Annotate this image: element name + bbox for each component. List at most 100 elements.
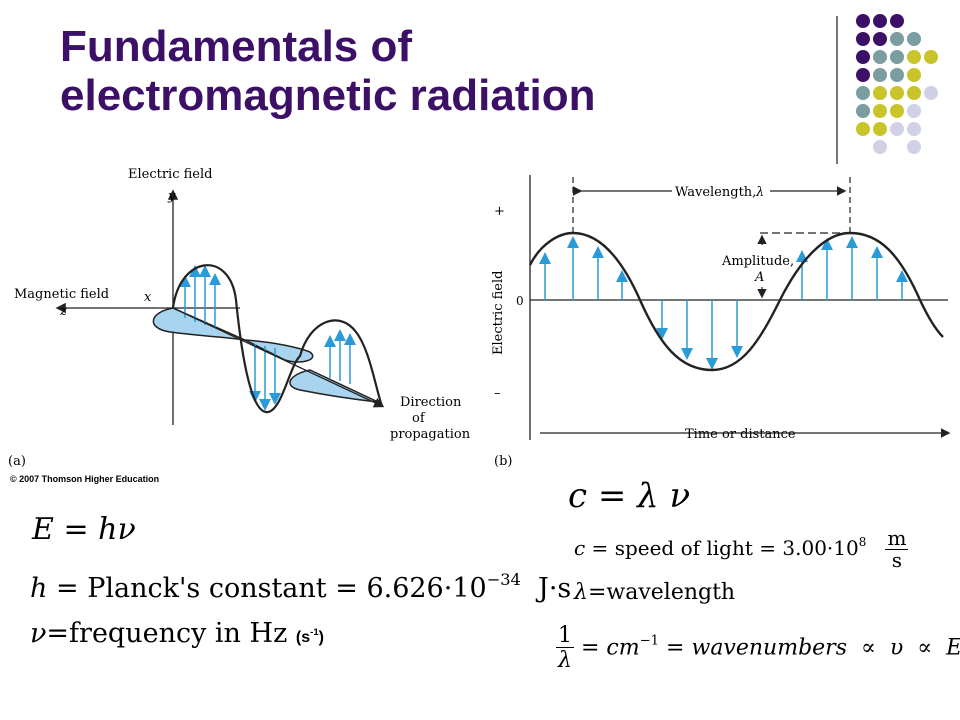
eq-wn-exp: −1 xyxy=(639,633,660,649)
dot-teal xyxy=(890,68,904,82)
dot-yellow xyxy=(873,122,887,136)
eq-c-value: 3.00·10 xyxy=(782,536,859,560)
dot-yellow xyxy=(873,104,887,118)
dot-purple xyxy=(890,14,904,28)
dot-purple xyxy=(856,14,870,28)
label-electric-field-axis: Electric field xyxy=(491,271,506,355)
dot-teal xyxy=(856,104,870,118)
eq-e-rhs: hν xyxy=(98,512,136,547)
dot-yellow xyxy=(873,86,887,100)
dot-lavender xyxy=(873,140,887,154)
eq-c-sym: c xyxy=(574,536,586,560)
eq-c-unit-den: s xyxy=(891,548,903,572)
eq-h-value: 6.626·10 xyxy=(366,573,487,605)
equation-planck: h = Planck's constant = 6.626·10−34 J·s xyxy=(30,570,572,605)
dot-purple xyxy=(873,14,887,28)
eq-nu-units-open: (s xyxy=(295,629,311,646)
figure-b-sine-wave: Wavelength, λ Amplitude, A + 0 – Electri… xyxy=(491,175,951,469)
label-y: y xyxy=(167,189,176,204)
dot-lavender xyxy=(890,122,904,136)
dot-purple xyxy=(856,68,870,82)
decorative-dot-grid xyxy=(856,14,938,154)
slide-title-line2: electromagnetic radiation xyxy=(60,71,596,120)
eq-c-unit-num: m xyxy=(885,526,909,550)
label-amplitude: Amplitude, xyxy=(721,254,794,269)
label-time-or-distance: Time or distance xyxy=(685,427,796,442)
eq-wn-cm: cm xyxy=(606,635,640,661)
eq-nu-units-exp: -1 xyxy=(310,626,319,638)
eq-nu-sym: ν xyxy=(30,618,47,649)
equation-wavenumbers: 1 λ = cm−1 = wavenumbers ∝ υ ∝ E xyxy=(556,624,960,673)
dot-yellow xyxy=(924,50,938,64)
dot-yellow xyxy=(856,122,870,136)
sine-wave-curve xyxy=(528,231,944,372)
figure-a-em-wave: Electric field y Magnetic field x z Dire… xyxy=(8,167,471,484)
dot-teal xyxy=(907,32,921,46)
equation-speed-of-light: c = λ ν xyxy=(568,476,691,516)
dot-lavender xyxy=(924,86,938,100)
eq-c-def: speed of light xyxy=(614,536,753,560)
magnetic-lobe-1 xyxy=(152,307,246,341)
eq-wn-word: wavenumbers xyxy=(691,635,847,661)
eq-lambda-def: =wavelength xyxy=(587,580,736,605)
dot-yellow xyxy=(890,104,904,118)
copyright-text: © 2007 Thomson Higher Education xyxy=(10,474,159,484)
eq-c-rhs: λ ν xyxy=(637,476,691,516)
equation-energy: E = hν xyxy=(32,512,136,547)
label-z: z xyxy=(59,304,67,319)
magnetic-lobe-3 xyxy=(289,369,379,403)
dot-purple xyxy=(873,32,887,46)
dot-lavender xyxy=(907,140,921,154)
dot-lavender xyxy=(907,122,921,136)
slide-title-line1: Fundamentals of xyxy=(60,22,413,71)
eq-e-lhs: E xyxy=(32,512,54,547)
label-x: x xyxy=(144,290,152,305)
eq-h-exp: −34 xyxy=(486,570,521,589)
label-lambda: λ xyxy=(755,185,764,200)
eq-nu-units-close: ) xyxy=(318,629,324,646)
label-of: of xyxy=(412,411,426,426)
propagation-axis xyxy=(172,307,385,408)
eq-nu-def: =frequency in Hz xyxy=(46,618,288,649)
decorative-divider xyxy=(836,16,838,164)
label-magnetic-field: Magnetic field xyxy=(14,287,109,302)
label-propagation: propagation xyxy=(390,427,471,442)
eq-lambda-sym: λ xyxy=(574,580,588,605)
dot-yellow xyxy=(907,68,921,82)
dot-teal xyxy=(873,68,887,82)
dot-teal xyxy=(890,50,904,64)
label-minus: – xyxy=(494,386,501,401)
dot-teal xyxy=(890,32,904,46)
panel-a-label: (a) xyxy=(8,454,26,469)
dot-yellow xyxy=(907,86,921,100)
dot-purple xyxy=(856,50,870,64)
eq-c-lhs: c xyxy=(568,476,588,516)
magnetic-lobe-2 xyxy=(244,339,314,363)
dot-teal xyxy=(856,86,870,100)
eq-h-def: Planck's constant xyxy=(87,573,327,605)
eq-h-units: J·s xyxy=(538,573,572,605)
label-electric-field: Electric field xyxy=(128,167,212,182)
eq-h-lhs: h xyxy=(30,573,48,605)
label-direction: Direction xyxy=(400,395,462,410)
eq-wn-nu: υ xyxy=(889,635,904,661)
label-zero: 0 xyxy=(516,294,524,308)
eq-wn-num: 1 xyxy=(556,623,574,649)
panel-b-label: (b) xyxy=(494,454,512,469)
eq-c-unit-fraction: m s xyxy=(885,526,909,572)
eq-wn-den: λ xyxy=(558,648,572,674)
eq-c-exp: 8 xyxy=(858,535,867,549)
equation-c-definition: c = speed of light = 3.00·108 m s xyxy=(574,526,909,572)
label-amplitude-A: A xyxy=(754,270,764,285)
electric-wave-curve xyxy=(171,264,384,414)
dot-lavender xyxy=(907,104,921,118)
slide-title: Fundamentals of electromagnetic radiatio… xyxy=(60,22,595,120)
dot-purple xyxy=(856,32,870,46)
eq-wn-E: E xyxy=(946,636,960,661)
dot-grid-group xyxy=(856,14,938,154)
label-wavelength: Wavelength, xyxy=(675,185,756,200)
dot-yellow xyxy=(890,86,904,100)
eq-nu-units: (s-1) xyxy=(295,626,324,646)
dot-teal xyxy=(873,50,887,64)
eq-wn-fraction: 1 λ xyxy=(556,624,574,673)
